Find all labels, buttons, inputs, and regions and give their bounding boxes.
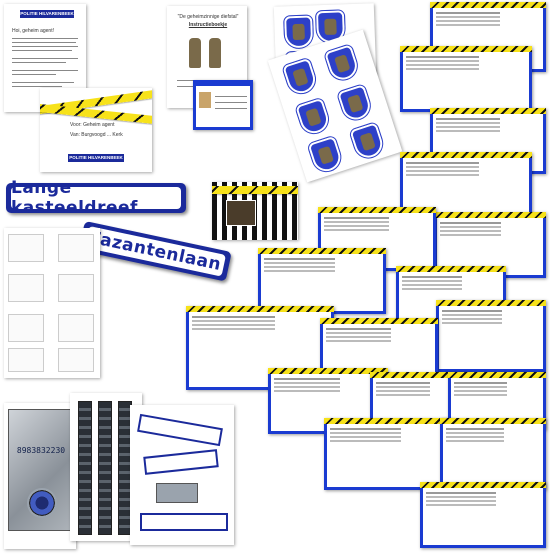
- street-sign-2-text: Fazantenlaan: [87, 227, 223, 275]
- detective-figure: [189, 38, 201, 68]
- worksheet-card: [258, 248, 386, 314]
- street-sign-lange-kasteeldreef: Lange kasteeldreef: [6, 178, 186, 218]
- id-card: [193, 80, 253, 130]
- worksheet-card: [436, 300, 546, 372]
- safe-sheet: 8983832230: [4, 403, 76, 549]
- jail-card: [212, 182, 298, 240]
- safe-dial: [27, 488, 57, 518]
- worksheet-card: [324, 418, 452, 490]
- clue-picture: [8, 274, 44, 302]
- tool-picture: [58, 234, 94, 262]
- envelope-to: Voor: Geheim agent: [70, 122, 115, 128]
- badge: [349, 122, 386, 162]
- envelope-logo: POLITIE HILVARENBEEK: [68, 154, 124, 162]
- safe-code: 8983832230: [16, 446, 66, 455]
- envelope: Voor: Geheim agent Van: Burgvoogd ... Ke…: [40, 88, 152, 172]
- badge: [295, 97, 332, 137]
- footprints-picture: [8, 314, 44, 342]
- worksheet-card: [420, 482, 546, 548]
- printer-picture: [156, 483, 198, 503]
- street-sign-fazantenlaan: Fazantenlaan: [78, 221, 232, 282]
- badge: [336, 84, 374, 124]
- detective-figure-2: [209, 38, 221, 68]
- booklet-title: "De geheimzinnige diefstal": [177, 14, 239, 20]
- arrows-sheet: [130, 405, 234, 545]
- phone-picture: [58, 274, 94, 302]
- objects-sheet: [4, 228, 100, 378]
- box-picture: [58, 348, 94, 372]
- police-logo: POLITIE HILVARENBEEK: [20, 10, 74, 18]
- booklet-subtitle: Instructieboekje: [188, 22, 228, 28]
- worksheet-card: [400, 46, 532, 112]
- letter-greeting: Hoi, geheim agent!: [12, 28, 54, 34]
- hammer-picture: [8, 234, 44, 262]
- envelope-from: Van: Burgvoogd ... Kerk: [70, 132, 123, 138]
- jail-card-photo: [226, 200, 256, 226]
- safe: 8983832230: [8, 409, 74, 531]
- id-card-photo: [199, 92, 211, 108]
- shoes-picture: [58, 314, 94, 342]
- badge: [307, 135, 345, 175]
- worksheet-card: [440, 418, 546, 490]
- badge: [284, 15, 314, 49]
- wallet-picture: [8, 348, 44, 372]
- badge: [324, 44, 361, 84]
- badge: [282, 57, 319, 97]
- street-sign-1-text: Lange kasteeldreef: [11, 178, 138, 218]
